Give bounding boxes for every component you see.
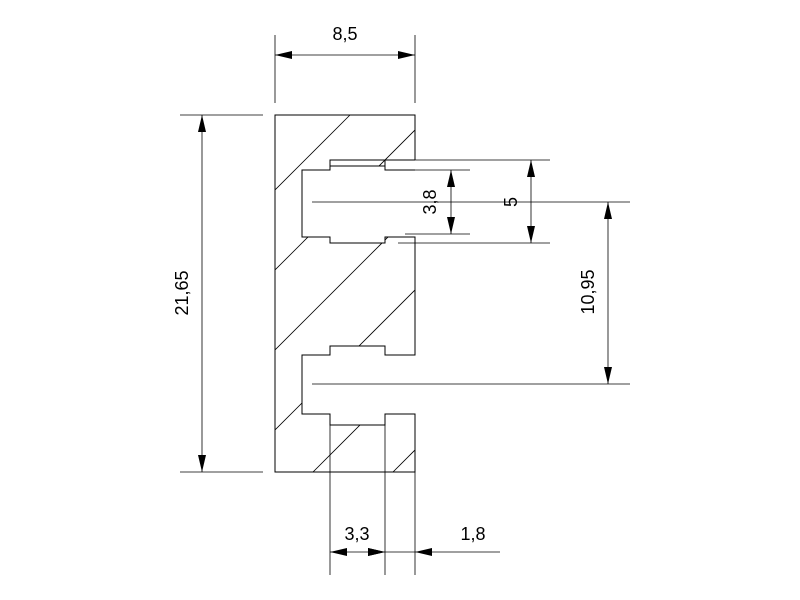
dim-slot-outer-label: 5: [501, 197, 521, 207]
dim-width-top-label: 8,5: [332, 24, 357, 44]
dim-slot-inner-label: 3,8: [420, 189, 440, 214]
dim-groove-depth-label: 3,3: [344, 524, 369, 544]
dim-slot-spacing: 10,95: [578, 202, 612, 384]
dim-height-total: 21,65: [172, 115, 206, 472]
dim-lip-thickness-label: 1,8: [460, 524, 485, 544]
dim-slot-inner: 3,8: [420, 170, 455, 234]
dim-height-total-label: 21,65: [172, 270, 192, 315]
extension-lines: [180, 35, 630, 575]
section-hatching: [275, 115, 415, 472]
dim-lip-thickness: 1,8: [368, 524, 500, 556]
dim-slot-spacing-label: 10,95: [578, 269, 598, 314]
upper-slot: [302, 159, 415, 171]
dim-slot-outer: 5: [501, 160, 535, 243]
dim-width-top: 8,5: [275, 24, 415, 59]
